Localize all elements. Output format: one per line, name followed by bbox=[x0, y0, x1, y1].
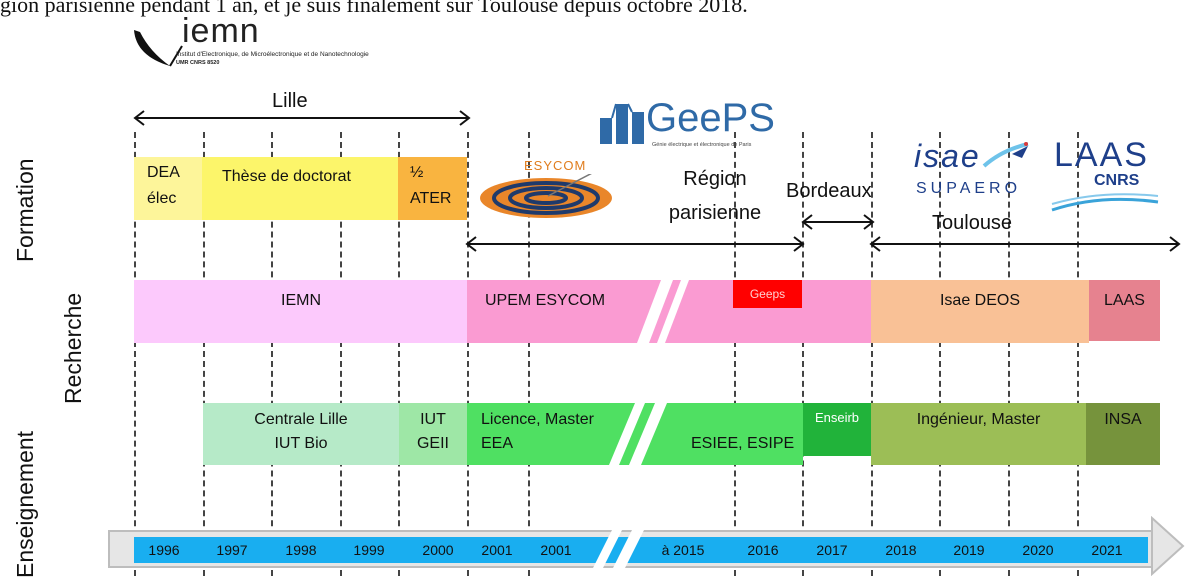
ater-line2: ATER bbox=[410, 190, 452, 207]
recherche-iemn-block: IEMN bbox=[134, 280, 468, 343]
row-label-enseignement: Enseignement bbox=[12, 430, 38, 578]
lille-span-arrow bbox=[133, 110, 471, 126]
iemn-logo-unit: UMR CNRS 8520 bbox=[176, 60, 220, 66]
year-divider bbox=[734, 132, 736, 576]
intro-sentence: gion parisienne pendant 1 an, et je suis… bbox=[0, 0, 748, 17]
toulouse-span-arrow bbox=[869, 236, 1181, 252]
region-paris-line2: parisienne bbox=[668, 202, 762, 224]
ens-centrale-block: Centrale Lille IUT Bio bbox=[203, 403, 399, 465]
laas-logo-line2: CNRS bbox=[1094, 172, 1140, 189]
year-divider bbox=[134, 132, 136, 576]
region-bordeaux-label: Bordeaux bbox=[786, 180, 872, 202]
iut-line2: GEII bbox=[416, 435, 449, 452]
formation-dea-block: DEA élec bbox=[134, 157, 202, 220]
year-label: à 2015 bbox=[661, 542, 705, 558]
geeps-logo-name: GeePS bbox=[646, 96, 775, 140]
year-divider bbox=[1077, 132, 1079, 576]
year-divider bbox=[871, 132, 873, 576]
year-label: 2018 bbox=[885, 542, 917, 558]
recherche-laas-block: LAAS bbox=[1089, 280, 1160, 341]
year-label: 2021 bbox=[1091, 542, 1123, 558]
bordeaux-span-arrow bbox=[801, 214, 875, 230]
esiee-label: ESIEE, ESIPE bbox=[691, 435, 795, 452]
year-label: 1998 bbox=[285, 542, 317, 558]
year-divider bbox=[398, 132, 400, 576]
ens-insa-block: INSA bbox=[1086, 403, 1160, 465]
iemn-label: IEMN bbox=[281, 292, 321, 309]
centrale-line2: IUT Bio bbox=[274, 435, 328, 452]
formation-ater-block: ½ ATER bbox=[398, 157, 467, 220]
time-break-icon bbox=[609, 403, 667, 465]
centrale-line1: Centrale Lille bbox=[254, 411, 348, 428]
esycom-spiral-icon bbox=[480, 174, 612, 218]
isae-logo-line2: SUPAERO bbox=[916, 180, 1022, 197]
year-label: 1997 bbox=[216, 542, 248, 558]
year-label: 2001 bbox=[540, 542, 572, 558]
licence-line1: Licence, Master bbox=[481, 411, 594, 428]
isae-plane-icon bbox=[982, 142, 1029, 168]
recherche-isae-block: Isae DEOS bbox=[871, 280, 1089, 343]
year-label: 2017 bbox=[816, 542, 848, 558]
year-divider bbox=[802, 132, 804, 576]
timeline-arrow-head bbox=[1151, 516, 1185, 576]
year-divider bbox=[1008, 132, 1010, 576]
enseirb-label: Enseirb bbox=[814, 410, 860, 425]
year-label: 1996 bbox=[148, 542, 180, 558]
esycom-logo-name: ESYCOM bbox=[524, 158, 587, 173]
esycom-logo: ESYCOM bbox=[478, 158, 618, 220]
timeline-bar bbox=[134, 537, 1148, 563]
row-label-recherche: Recherche bbox=[60, 292, 86, 404]
recherche-geeps-block: Geeps bbox=[733, 280, 802, 308]
iemn-logo-name: iemn bbox=[182, 12, 260, 50]
year-label: 2020 bbox=[1022, 542, 1054, 558]
year-label: 2001 bbox=[481, 542, 513, 558]
licence-line2: EEA bbox=[481, 435, 514, 452]
iemn-logo-subtitle: Institut d'Electronique, de Microélectro… bbox=[176, 51, 369, 58]
laas-cnrs-logo: LAAS CNRS bbox=[1050, 136, 1160, 216]
paris-span-arrow bbox=[465, 236, 805, 252]
insa-label: INSA bbox=[1104, 411, 1142, 428]
region-toulouse-label: Toulouse bbox=[932, 212, 1013, 234]
year-label: 2016 bbox=[747, 542, 779, 558]
ens-ingenieur-block: Ingénieur, Master bbox=[871, 403, 1086, 465]
ens-enseirb-block: Enseirb bbox=[803, 403, 871, 456]
iemn-swoosh-icon bbox=[134, 30, 183, 67]
geeps-logo-subtitle: Génie électrique et électronique de Pari… bbox=[652, 142, 752, 148]
year-label: 1999 bbox=[353, 542, 385, 558]
iut-line1: IUT bbox=[420, 411, 446, 428]
laas-logo-line1: LAAS bbox=[1054, 136, 1149, 174]
isae-logo-line1: isae bbox=[914, 138, 981, 174]
upem-label: UPEM ESYCOM bbox=[485, 292, 606, 309]
geeps-tower-icon bbox=[600, 103, 644, 144]
region-paris-line1: Région bbox=[683, 168, 747, 190]
isae-deos-label: Isae DEOS bbox=[939, 292, 1021, 309]
year-label: 2019 bbox=[953, 542, 985, 558]
year-divider bbox=[939, 132, 941, 576]
year-divider bbox=[467, 132, 469, 576]
geeps-logo: GeePS Génie électrique et électronique d… bbox=[598, 96, 788, 156]
isae-supaero-logo: isae SUPAERO bbox=[912, 138, 1032, 204]
dea-line1: DEA bbox=[147, 164, 180, 181]
dea-line2: élec bbox=[147, 190, 177, 207]
geeps-label: Geeps bbox=[749, 287, 786, 301]
year-divider bbox=[271, 132, 273, 576]
region-lille-label: Lille bbox=[272, 90, 308, 112]
laas-label: LAAS bbox=[1104, 292, 1145, 309]
ater-line1: ½ bbox=[410, 164, 424, 181]
ens-iut-block: IUT GEII bbox=[399, 403, 467, 465]
formation-these-block: Thèse de doctorat bbox=[202, 157, 398, 220]
year-label: 2000 bbox=[422, 542, 454, 558]
these-label: Thèse de doctorat bbox=[222, 168, 351, 185]
time-break-icon bbox=[592, 530, 644, 570]
recherche-upem-block: UPEM ESYCOM bbox=[467, 280, 871, 343]
year-divider bbox=[528, 132, 530, 576]
year-divider bbox=[203, 132, 205, 576]
iemn-logo: iemn Institut d'Electronique, de Microél… bbox=[130, 12, 470, 68]
ens-licence-block: Licence, Master EEA ESIEE, ESIPE bbox=[467, 403, 803, 465]
row-label-formation: Formation bbox=[12, 158, 38, 262]
laas-swoosh-icon bbox=[1051, 193, 1159, 212]
time-break-icon bbox=[637, 280, 689, 343]
ingenieur-label: Ingénieur, Master bbox=[916, 411, 1041, 428]
year-divider bbox=[340, 132, 342, 576]
